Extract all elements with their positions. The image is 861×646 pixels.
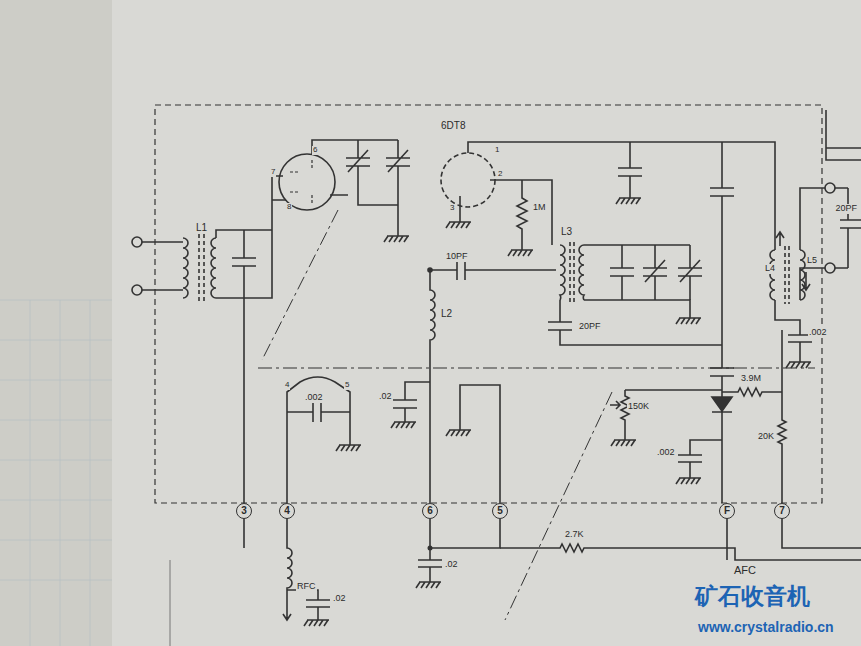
pin-terminal: 3 [236, 503, 252, 519]
component-label: 6 [312, 146, 318, 155]
component-label: L5 [806, 256, 818, 266]
pin-number: F [724, 506, 730, 516]
component-label: .002 [808, 328, 828, 338]
pin-terminal: 4 [279, 503, 295, 519]
paper-strip [0, 0, 112, 646]
component-label: 2 [497, 170, 503, 179]
pin-number: 6 [427, 506, 433, 516]
component-label: .02 [444, 560, 459, 570]
wire-connector [430, 519, 500, 548]
component-label: .002 [656, 448, 676, 458]
ground-symbols [304, 198, 811, 626]
component-label: L1 [195, 222, 208, 233]
pin-terminal: F [719, 503, 735, 519]
component-label: 20PF [578, 322, 602, 332]
component-label: .02 [332, 594, 347, 604]
component-label: L4 [764, 264, 776, 274]
component-label: 3.9M [740, 374, 762, 384]
component-label: 8 [286, 203, 292, 212]
pin-terminal: 6 [422, 503, 438, 519]
component-label: 10PF [445, 252, 469, 262]
pin-number: 4 [284, 506, 290, 516]
component-label: 7 [270, 168, 276, 177]
pin-number: 5 [497, 506, 503, 516]
pin-terminal: 7 [774, 503, 790, 519]
component-label: L2 [440, 308, 453, 319]
component-label: 6DT8 [440, 120, 466, 131]
component-label: RFC [296, 582, 317, 592]
watermark-text: 矿石收音机 [694, 584, 811, 609]
component-label: .002 [304, 393, 324, 403]
component-label: 2.7K [564, 530, 585, 540]
circuit-wires [132, 105, 861, 620]
component-label: 3 [449, 204, 455, 213]
component-label: 20K [757, 432, 775, 442]
pin-number: 7 [779, 506, 785, 516]
component-label: 1 [494, 146, 500, 155]
component-label: 150K [627, 402, 650, 412]
component-label: AFC [733, 564, 757, 576]
component-label: 1M [532, 203, 547, 213]
component-label: 5 [344, 381, 350, 390]
component-label: 4 [284, 381, 290, 390]
pin-number: 3 [241, 506, 247, 516]
component-label: 20PF [834, 204, 858, 214]
watermark-text: www.crystalradio.cn [697, 620, 835, 635]
component-label: L3 [560, 226, 573, 237]
pin-terminal: 5 [492, 503, 508, 519]
component-label: .02 [378, 392, 393, 402]
